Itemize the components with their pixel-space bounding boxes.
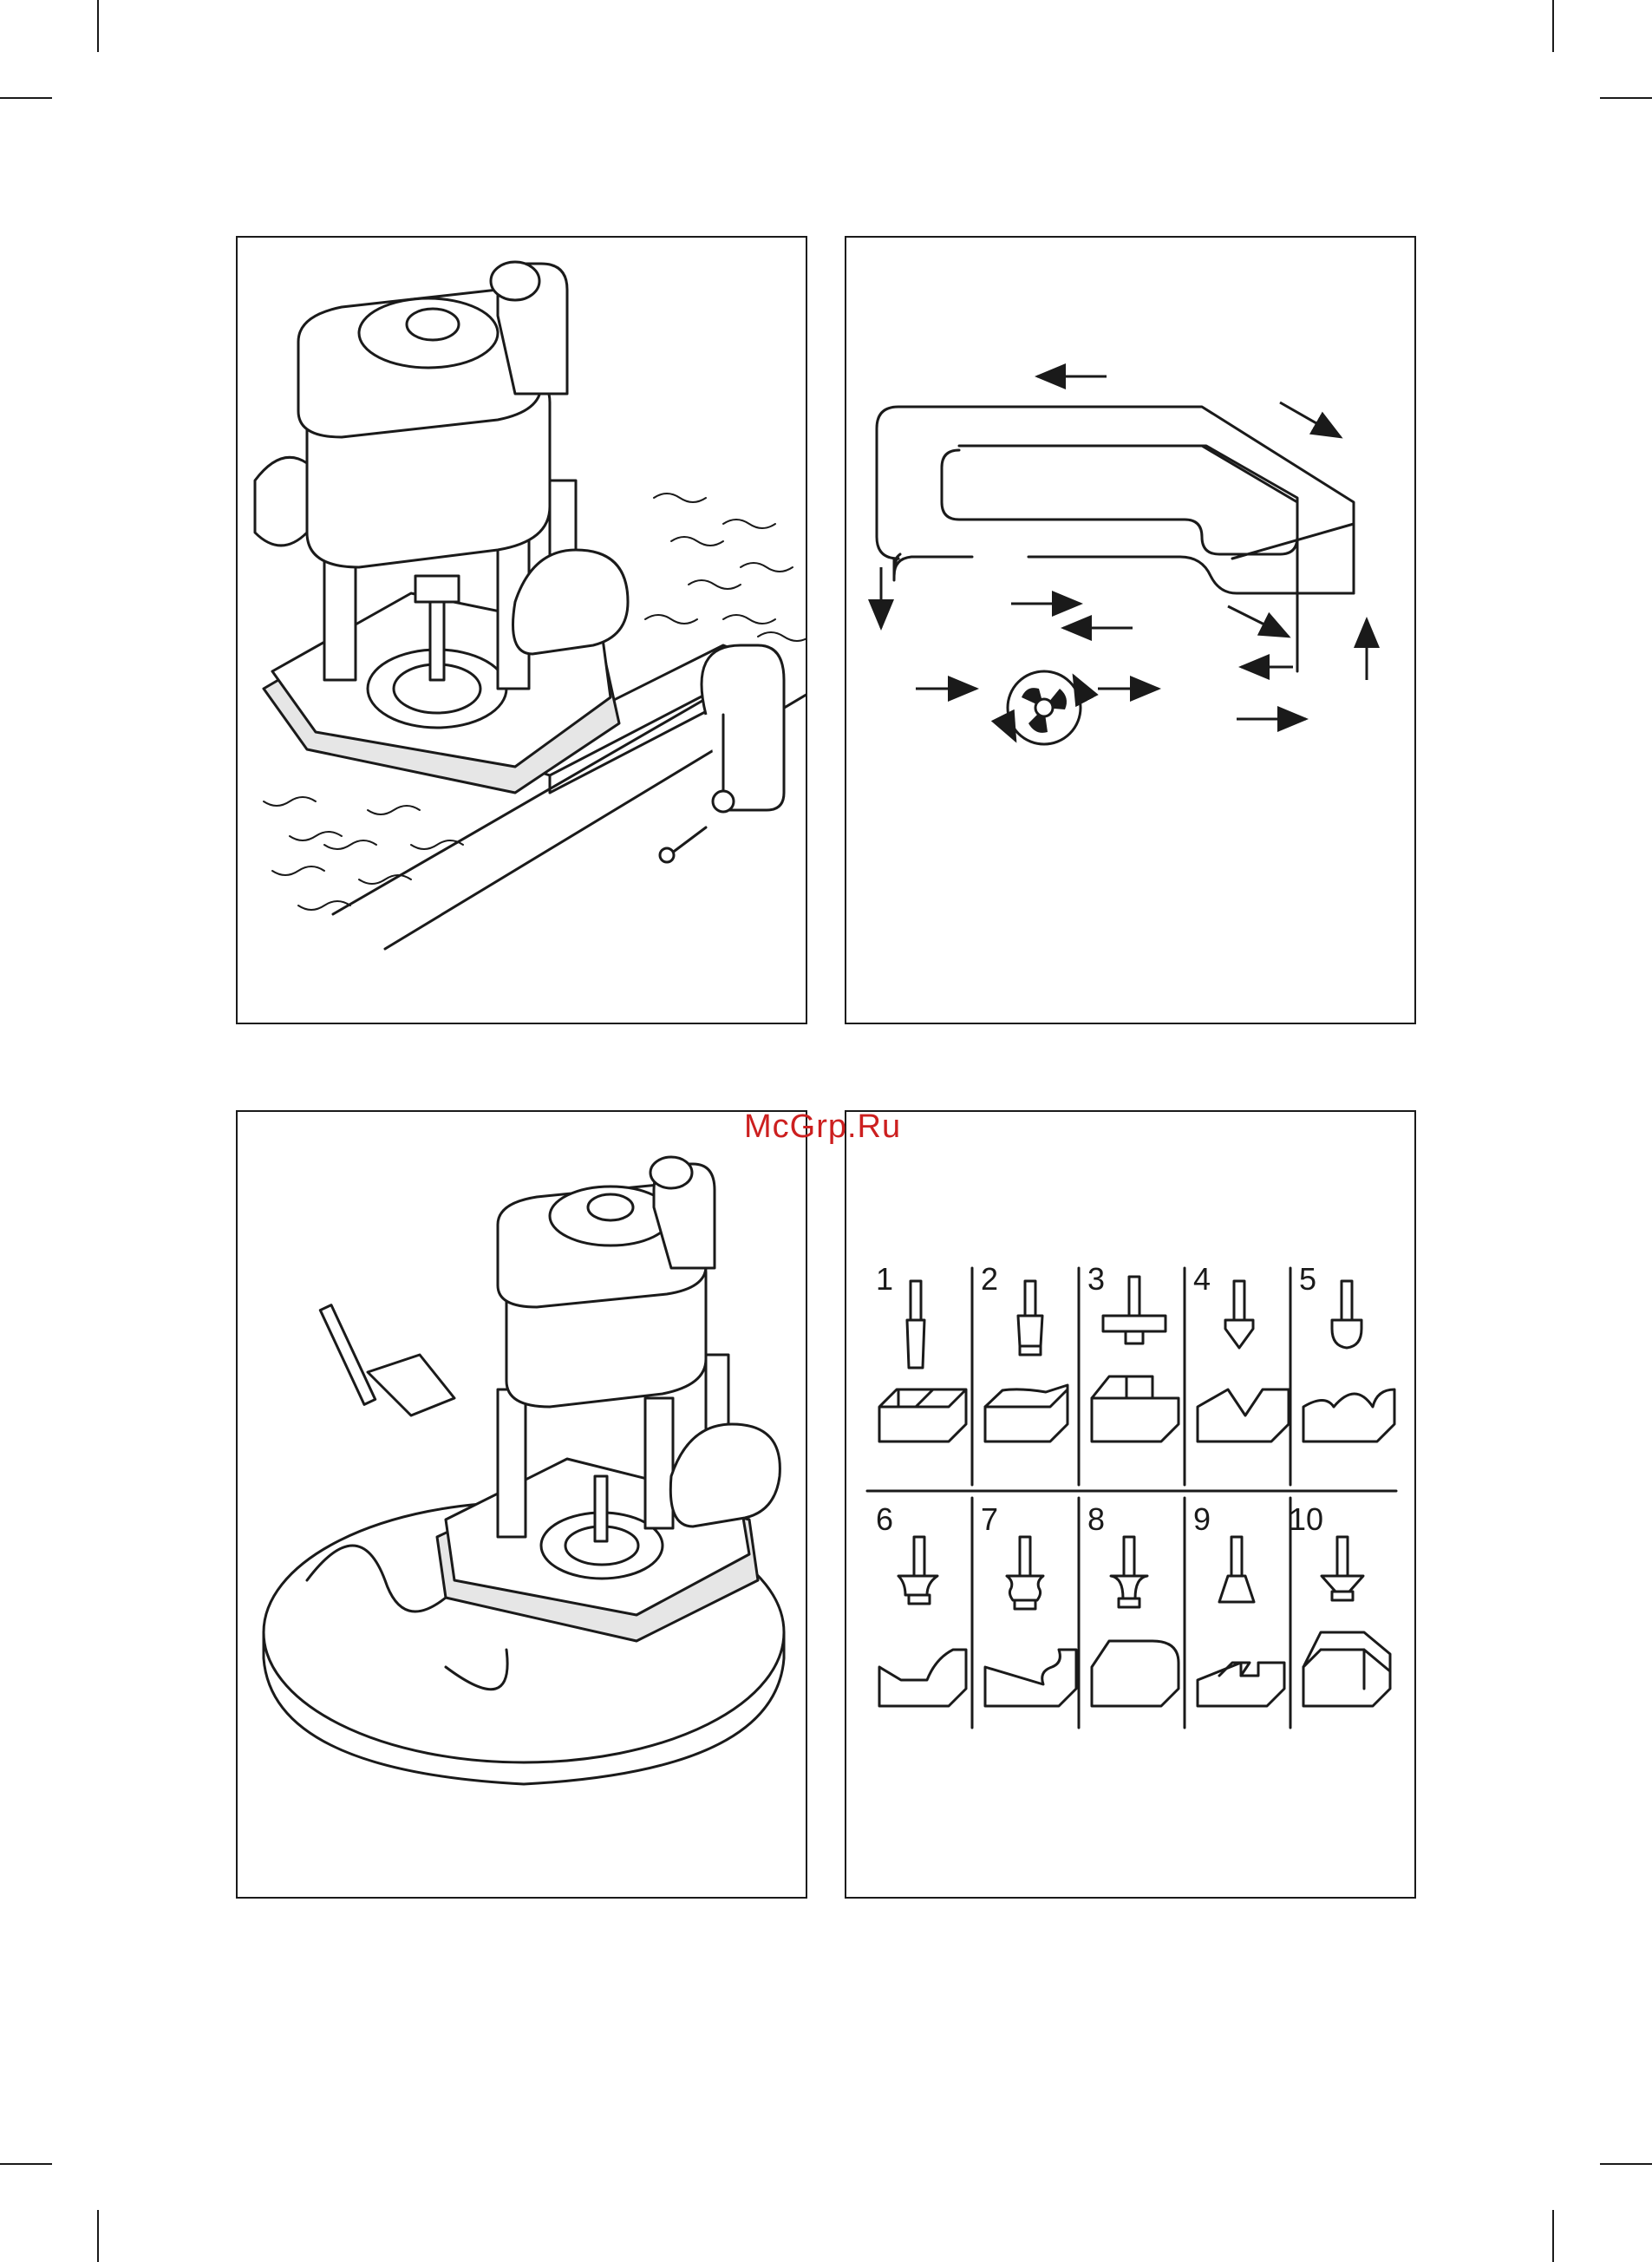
crop-mark [1552, 0, 1554, 52]
chamfer-profile-icon [1303, 1632, 1390, 1706]
straight-bit-icon [907, 1281, 924, 1368]
roundover-profile-icon [1092, 1641, 1179, 1706]
bit-number-8: 8 [1087, 1501, 1105, 1537]
crop-mark [97, 2210, 99, 2262]
core-box-bit-icon [1332, 1281, 1361, 1348]
crop-mark [0, 2163, 52, 2165]
flush-trim-bit-icon [1018, 1281, 1042, 1355]
ogee-bit-icon [1007, 1537, 1043, 1609]
crop-mark [1600, 97, 1652, 99]
ogee-profile-icon [985, 1650, 1076, 1706]
straight-profile-icon [879, 1389, 966, 1442]
bit-number-3: 3 [1087, 1261, 1105, 1297]
panel-routing-direction [845, 236, 1416, 1024]
crop-mark [1600, 2163, 1652, 2165]
chamfer-bit-icon [1322, 1537, 1363, 1600]
dovetail-bit-icon [1219, 1537, 1254, 1602]
router-with-straight-edge-clamp-icon [238, 238, 807, 1024]
panel-router-circle-guide [236, 1110, 807, 1899]
crop-mark [1552, 2210, 1554, 2262]
bit-number-10: 10 [1289, 1501, 1323, 1537]
watermark-text: McGrp.Ru [744, 1108, 901, 1146]
bit-number-5: 5 [1299, 1261, 1316, 1297]
bit-number-6: 6 [876, 1501, 893, 1537]
core-box-profile-icon [1303, 1389, 1394, 1442]
cove-profile-icon [879, 1650, 966, 1706]
crop-mark [0, 97, 52, 99]
rabbet-bit-icon [1103, 1277, 1166, 1343]
panel-router-bits: 1 2 3 4 5 6 7 8 9 10 [845, 1110, 1416, 1899]
crop-mark [97, 0, 99, 52]
bit-number-7: 7 [981, 1501, 998, 1537]
bit-number-9: 9 [1193, 1501, 1211, 1537]
v-groove-profile-icon [1198, 1389, 1289, 1442]
roundover-bit-icon [1111, 1537, 1147, 1607]
rabbet-profile-icon [1092, 1376, 1179, 1442]
bit-number-1: 1 [876, 1261, 893, 1297]
edge-profile-icon [985, 1385, 1068, 1442]
router-bit-profiles-chart-icon: 1 2 3 4 5 6 7 8 9 10 [846, 1112, 1416, 1899]
bit-number-4: 4 [1193, 1261, 1211, 1297]
router-with-circle-cutting-guide-icon [238, 1112, 807, 1899]
routing-direction-path-diagram-icon [846, 238, 1416, 1024]
dovetail-profile-icon [1198, 1663, 1284, 1706]
bit-number-2: 2 [981, 1261, 998, 1297]
panel-router-straight-edge [236, 236, 807, 1024]
cove-bit-icon [898, 1537, 937, 1604]
v-groove-bit-icon [1225, 1281, 1253, 1348]
